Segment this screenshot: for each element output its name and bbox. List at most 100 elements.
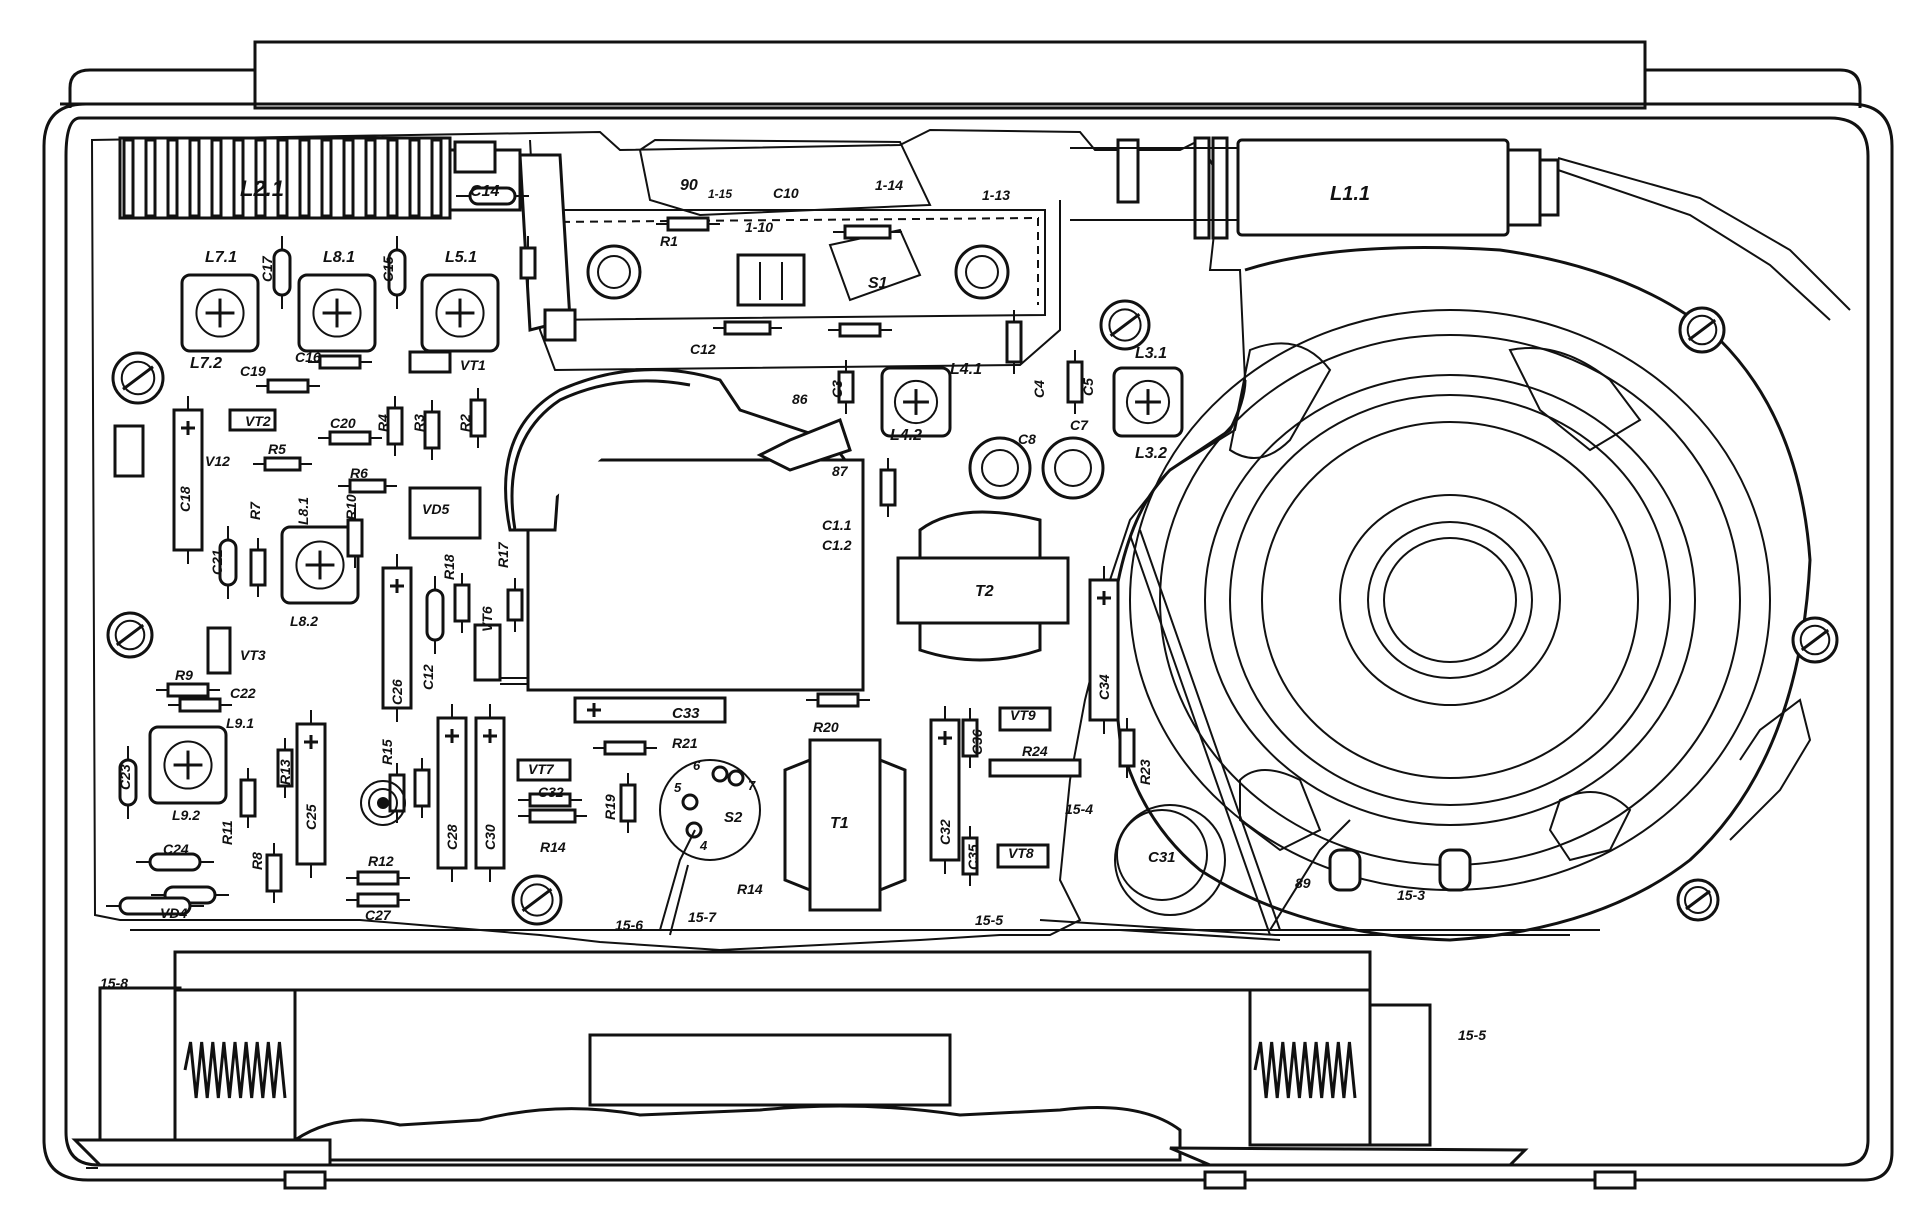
label-r12: R12 [368,853,394,869]
label-l3-1: L3.1 [1135,345,1167,362]
screw-slot [1800,628,1830,652]
label-c17: C17 [259,255,275,282]
coil-fin [320,138,333,218]
label-vt2: VT2 [245,413,271,429]
label-r10: R10 [343,494,359,520]
label-r14-a: R14 [540,839,566,855]
resistor-body [723,320,772,336]
screw-slot [1685,889,1711,911]
resistor-body [266,378,310,394]
label-r24: R24 [1022,743,1048,759]
screw-slot [1109,313,1141,337]
label-l5-1: L5.1 [445,249,477,266]
label-15-6: 15-6 [615,917,643,933]
label-vt8: VT8 [1008,845,1034,861]
label-r3: R3 [411,414,427,432]
label-c24: C24 [163,841,189,857]
label-15-5-a: 15-5 [975,912,1003,928]
resistor-body [328,430,372,446]
capacitor-body [468,186,517,206]
label-r13: R13 [277,759,293,785]
resistor-body [346,518,364,558]
label-l9-1: L9.1 [226,715,254,731]
coil-fin [408,138,421,218]
capacitor-body [148,852,202,872]
label-c21: C21 [209,549,225,575]
screw-slot [521,888,553,912]
label-c23-left: C23 [117,764,133,790]
label-r5: R5 [268,441,286,457]
label-c12-mid: C12 [420,664,436,690]
resistor-body [519,246,537,280]
coil-fin [298,138,311,218]
label-90: 90 [680,177,698,194]
label-c33: C33 [672,705,700,722]
label-r9: R9 [175,667,193,683]
label-l4-1: L4.1 [950,361,982,378]
resistor-body [318,354,362,370]
resistor-body [413,768,431,808]
label-c26: C26 [389,679,405,705]
resistor-body [386,406,404,446]
label-r15: R15 [379,739,395,765]
inductor-core [435,288,485,338]
label-l9-2: L9.2 [172,807,200,823]
label-c28: C28 [444,824,460,850]
resistor-body [348,478,387,494]
label-r7: R7 [247,501,263,520]
label-c1-1: C1.1 [822,517,852,533]
label-l4-2: L4.2 [890,427,922,444]
label-c8: C8 [1018,431,1036,447]
capacitor-body [218,538,238,587]
tuning-capacitor [500,368,865,692]
label-c30: C30 [482,824,498,850]
coil-fin [144,138,157,218]
resistor-body [249,548,267,587]
inductors [148,273,1184,805]
transistor-vt7 [516,758,572,782]
label-t1: T1 [830,815,849,832]
label-c7: C7 [1070,417,1089,433]
label-c31: C31 [1148,849,1176,866]
label-v12: V12 [205,453,230,469]
transformer-t2 [896,510,1070,662]
inductor-core [163,740,213,790]
resistor-body [961,718,979,758]
capacitor-body [272,248,292,297]
label-r1: R1 [660,233,678,249]
coil-fin [188,138,201,218]
label-l8-2: L8.2 [290,613,318,629]
resistor-body [603,740,647,756]
label-c25: C25 [303,804,319,830]
screw-slot [115,623,145,647]
transistor-vt8 [996,843,1050,869]
case-outline [42,40,1894,1190]
resistor-body [528,792,572,808]
resistor-body [666,216,710,232]
resistor-body [178,697,222,713]
tuning-block [518,138,1061,372]
label-c20: C20 [330,415,356,431]
label-1-13: 1-13 [982,187,1010,203]
battery-spring [1253,1041,1357,1099]
label-86: 86 [792,391,808,407]
resistor-body [619,783,637,823]
coil-fin [166,138,179,218]
label-1-14: 1-14 [875,177,903,193]
label-l7-1: L7.1 [205,249,237,266]
label-15-5-b: 15-5 [1458,1027,1486,1043]
resistor-body [879,468,897,507]
inductor-core [295,540,345,590]
electrolytics [172,396,1120,882]
resistor-body [166,682,210,698]
screws [106,299,1839,926]
screw-head [1108,308,1142,342]
screw-head [1799,624,1831,656]
label-l7-2: L7.2 [190,355,222,372]
resistor-body [528,808,577,824]
label-c32-small: C32 [538,784,564,800]
label-c10: C10 [773,185,799,201]
label-r20: R20 [813,719,839,735]
label-l2-1: L2.1 [240,176,284,201]
